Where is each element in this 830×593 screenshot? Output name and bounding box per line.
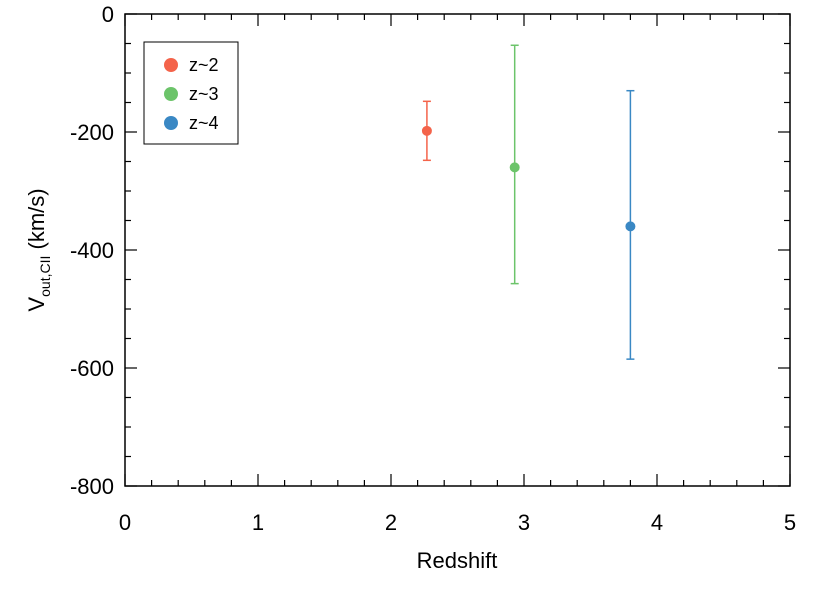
- legend-label-z4: z~4: [189, 113, 219, 133]
- y-tick-label: -400: [70, 238, 114, 263]
- y-tick-label: -200: [70, 120, 114, 145]
- legend-label-z3: z~3: [189, 84, 219, 104]
- y-tick-label: 0: [102, 2, 114, 27]
- x-axis-title: Redshift: [417, 548, 498, 573]
- legend-marker-z2: [164, 58, 178, 72]
- legend-box: [143, 41, 239, 145]
- y-axis-title: Vout,CII (km/s): [24, 188, 53, 311]
- y-tick-label: -800: [70, 474, 114, 499]
- data-point: [625, 221, 636, 232]
- axis-tick-labels: 0 1 2 3 4 5 0 -200 -400 -600 -800: [70, 2, 796, 535]
- legend-marker-z4: [164, 116, 178, 130]
- x-tick-label: 5: [784, 510, 796, 535]
- x-tick-label: 2: [385, 510, 397, 535]
- legend: z~2 z~3 z~4: [143, 41, 239, 145]
- legend-label-z2: z~2: [189, 55, 219, 75]
- x-tick-label: 0: [119, 510, 131, 535]
- y-tick-label: -600: [70, 356, 114, 381]
- x-tick-label: 4: [651, 510, 663, 535]
- x-tick-label: 3: [518, 510, 530, 535]
- legend-marker-z3: [164, 87, 178, 101]
- data-point: [421, 125, 432, 136]
- y-axis-title-main: V: [24, 297, 49, 312]
- y-axis-title-unit: (km/s): [24, 188, 49, 255]
- x-tick-label: 1: [252, 510, 264, 535]
- data-point: [509, 162, 520, 173]
- data-marks: [421, 44, 636, 360]
- axis-ticks: [124, 13, 791, 487]
- y-axis-title-sub: out,CII: [37, 256, 53, 297]
